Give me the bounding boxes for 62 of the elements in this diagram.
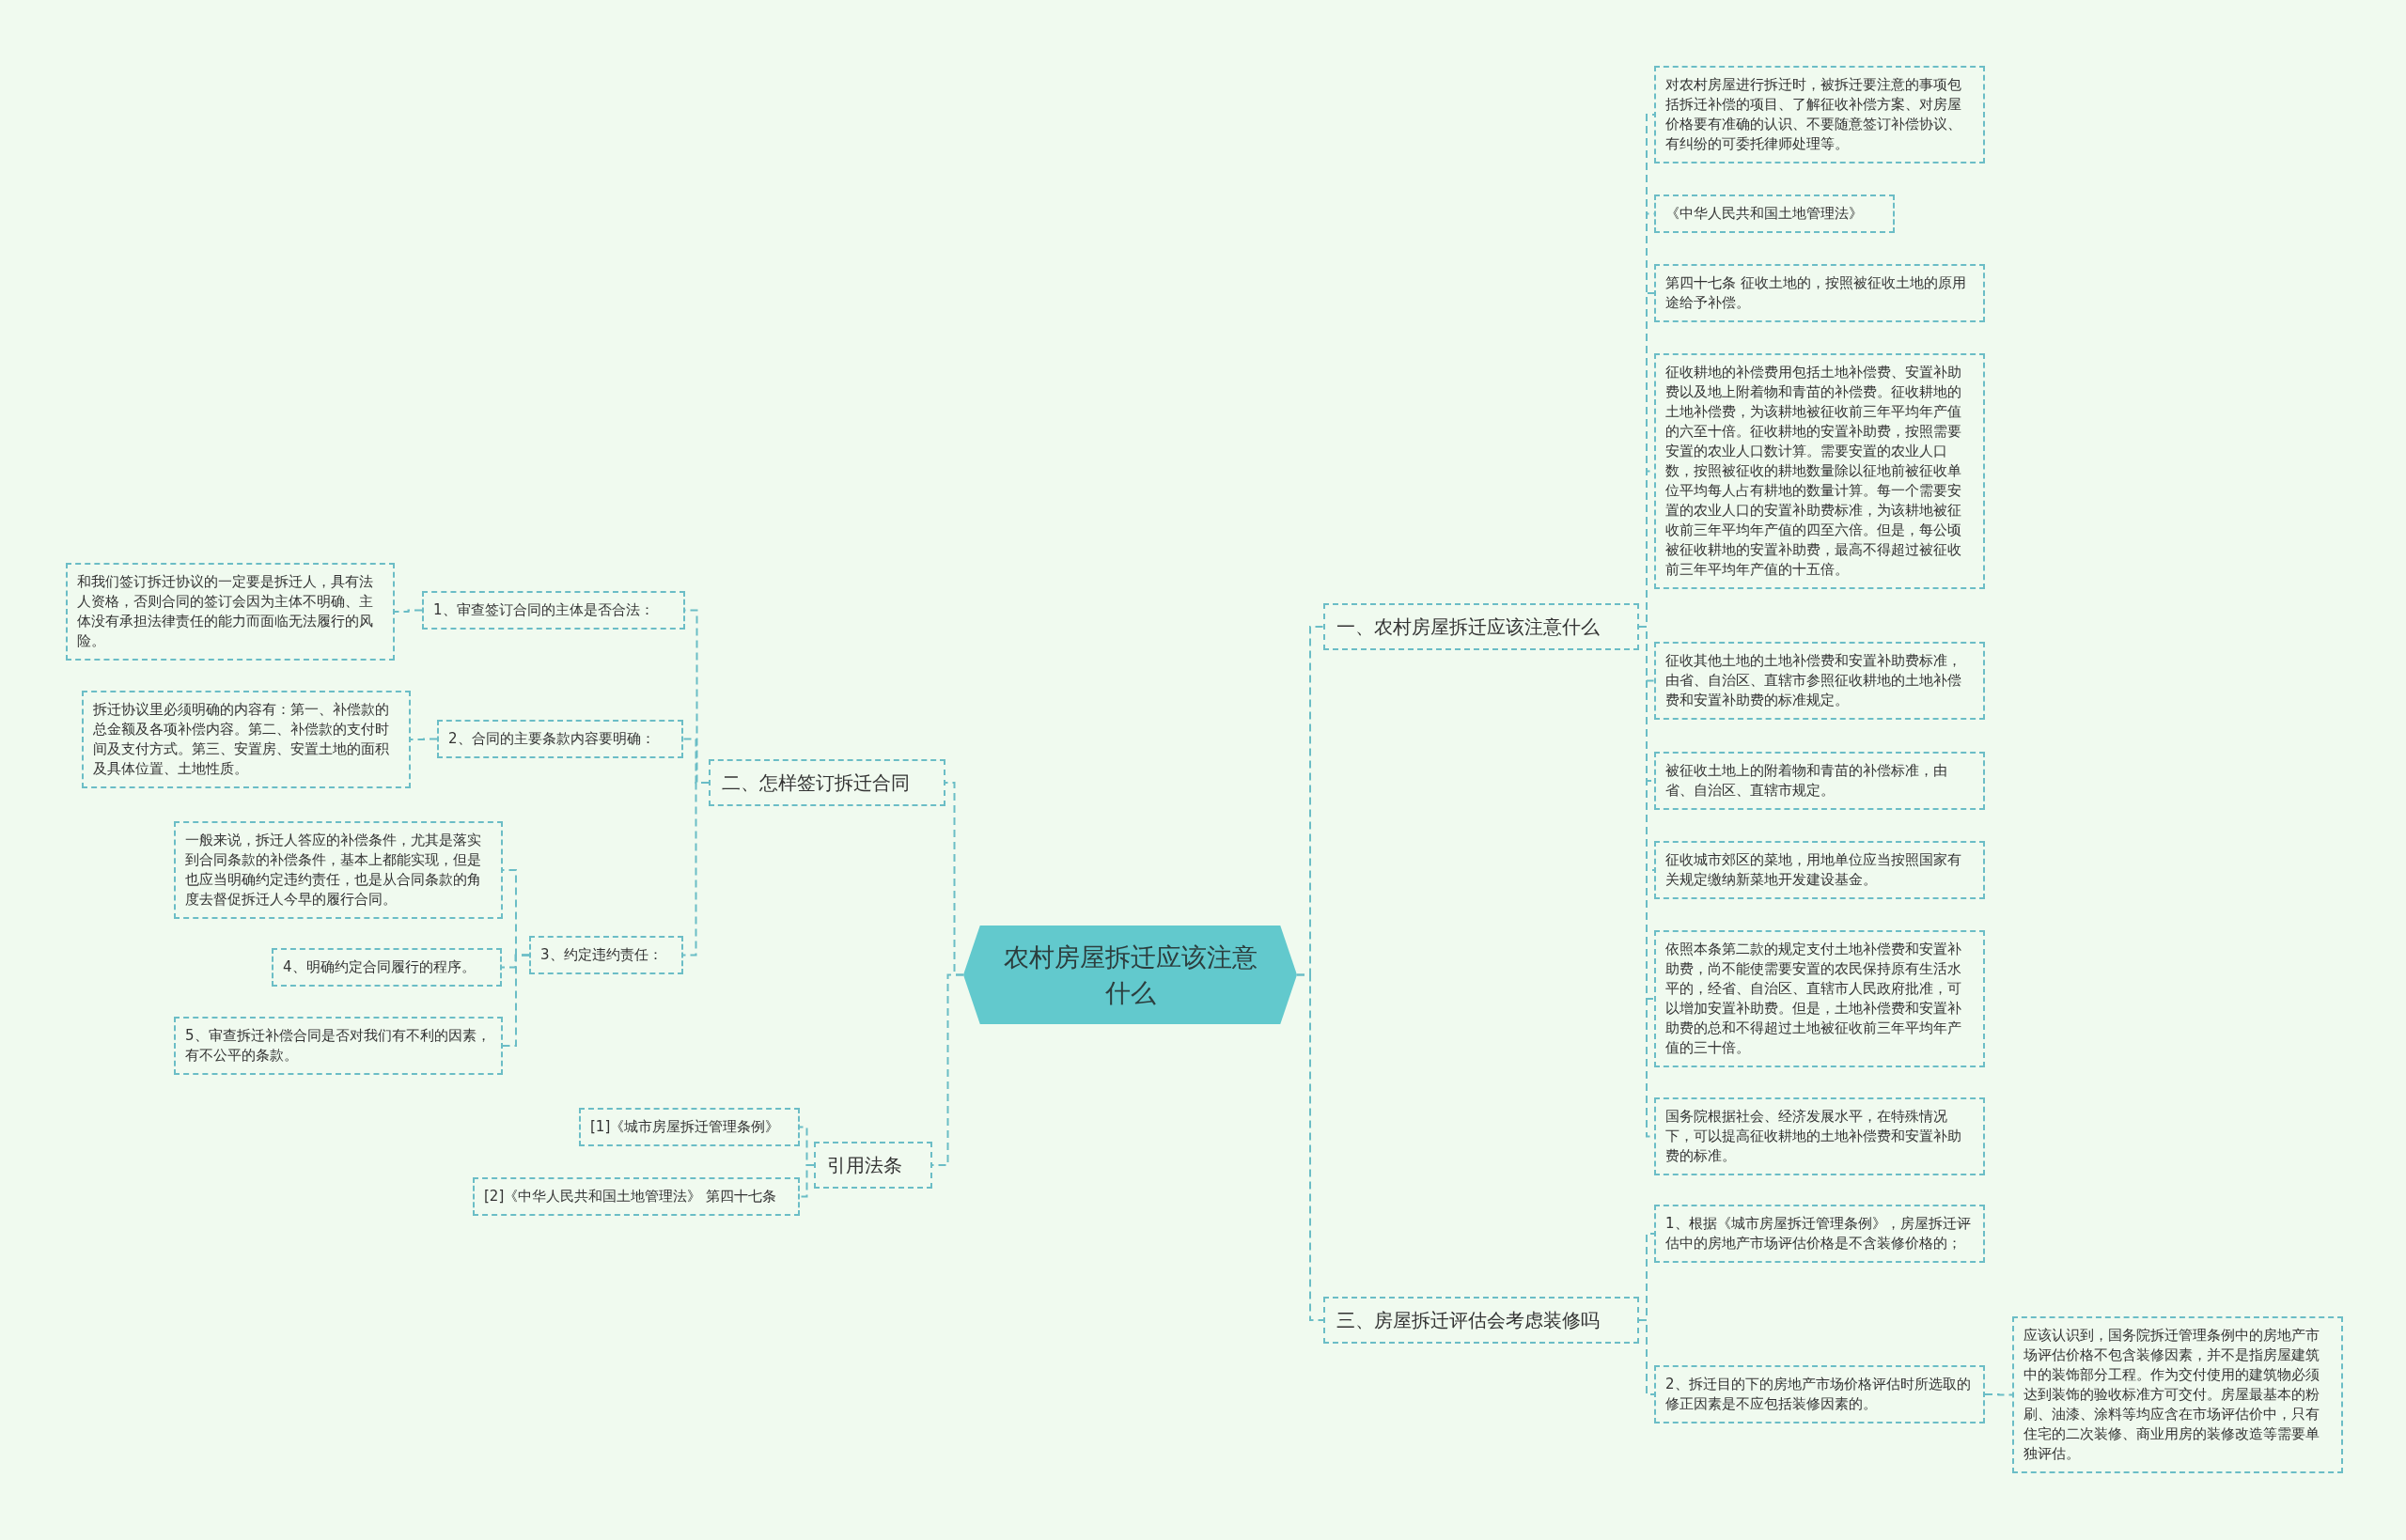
node-text: 国务院根据社会、经济发展水平，在特殊情况下，可以提高征收耕地的土地补偿费和安置补助费的标准。 <box>1665 1107 1962 1166</box>
node-text: 一般来说，拆迁人答应的补偿条件，尤其是落实到合同条款的补偿条件，基本上都能实现，但是也应当明确约定违约责任，也是从合同条款的角度去督促拆迁人今早的履行合同。 <box>185 831 482 910</box>
connector-line <box>394 609 423 613</box>
node-text: 引用法条 <box>827 1153 903 1178</box>
subtopic-box <box>1654 1097 1985 1175</box>
node-text: 二、怎样签订拆迁合同 <box>722 770 911 796</box>
connector-line <box>502 954 530 1047</box>
node-text: 5、审查拆迁补偿合同是否对我们有不利的因素，有不公平的条款。 <box>185 1026 492 1066</box>
subtopic-box <box>529 936 683 974</box>
subtopic-box <box>437 720 683 758</box>
node-text: 对农村房屋进行拆迁时，被拆迁要注意的事项包括拆迁补偿的项目、了解征收补偿方案、对房屋价格要有准确的认识、不要随意签订补偿协议、有纠纷的可委托律师处理等。 <box>1665 75 1962 154</box>
subtopic-box <box>1654 930 1985 1067</box>
subtopic-box <box>1654 1365 1985 1423</box>
subtopic-box <box>1654 642 1985 720</box>
connector-line <box>1638 1319 1655 1395</box>
subtopic-box <box>66 563 395 661</box>
node-text: 和我们签订拆迁协议的一定要是拆迁人，具有法人资格，否则合同的签订会因为主体不明确、主体没有承担法律责任的能力而面临无法履行的风险。 <box>77 572 374 651</box>
subtopic-box <box>2012 1316 2343 1473</box>
node-text: 一、农村房屋拆迁应该注意什么 <box>1336 614 1601 640</box>
node-text: 拆迁协议里必须明确的内容有：第一、补偿款的总金额及各项补偿内容。第二、补偿款的支付时间及支付方式。第三、安置房、安置土地的面积及具体位置、土地性质。 <box>93 700 390 779</box>
node-text: 被征收土地上的附着物和青苗的补偿标准，由省、自治区、直辖市规定。 <box>1665 761 1948 801</box>
subtopic-box <box>1654 194 1895 233</box>
subtopic-box <box>1654 1205 1985 1263</box>
central-topic-hexagon <box>963 926 1297 1024</box>
connector-line <box>1296 973 1324 1321</box>
subtopic-box <box>1654 841 1985 899</box>
subtopic-box <box>1654 264 1985 322</box>
subtopic-box <box>1654 353 1985 589</box>
subtopic-box <box>174 821 503 919</box>
branch-topic-box <box>1323 1297 1639 1344</box>
subtopic-box <box>1654 752 1985 810</box>
node-text: 2、拆迁目的下的房地产市场价格评估时所选取的修正因素是不应包括装修因素的。 <box>1665 1375 1972 1414</box>
node-text: 三、房屋拆迁评估会考虑装修吗 <box>1336 1308 1601 1333</box>
branch-topic-box <box>1323 603 1639 650</box>
node-text: [2]《中华人民共和国土地管理法》 第四十七条 <box>484 1187 777 1206</box>
node-text: 3、约定违约责任： <box>540 945 664 965</box>
subtopic-box <box>473 1177 800 1216</box>
connector-line <box>799 1164 815 1198</box>
node-text: 应该认识到，国务院拆迁管理条例中的房地产市场评估价格不包含装修因素，并不是指房屋建筑中的装饰部分工程。作为交付使用的建筑物必须达到装饰的验收标准方可交付。房屋最基本的粉刷、油漆、涂料等均应含在市场评估价中，只有住宅的二次装修、商业用房的装修改造等需要单独评估。 <box>2023 1326 2320 1464</box>
node-text: 依照本条第二款的规定支付土地补偿费和安置补助费，尚不能使需要安置的农民保持原有生活水平的，经省、自治区、直辖市人民政府批准，可以增加安置补助费。但是，土地补偿费和安置补助费的总和不得超过土地被征收前三年平均年产值的三十倍。 <box>1665 940 1962 1058</box>
subtopic-box <box>1654 66 1985 163</box>
connector-line <box>682 782 710 957</box>
node-text: [1]《城市房屋拆迁管理条例》 <box>590 1117 781 1137</box>
node-text: 第四十七条 征收土地的，按照被征收土地的原用途给予补偿。 <box>1665 273 1967 313</box>
node-text: 1、根据《城市房屋拆迁管理条例》，房屋拆迁评估中的房地产市场评估价格是不含装修价格的； <box>1665 1214 1972 1253</box>
subtopic-box <box>579 1108 800 1146</box>
subtopic-box <box>82 691 411 788</box>
node-text: 2、合同的主要条款内容要明确： <box>448 729 656 749</box>
subtopic-box <box>272 948 502 987</box>
branch-topic-box <box>709 759 945 806</box>
node-text: 《中华人民共和国土地管理法》 <box>1665 204 1864 224</box>
branch-topic-box <box>814 1142 932 1189</box>
subtopic-box <box>422 591 685 630</box>
node-text: 征收其他土地的土地补偿费和安置补助费标准，由省、自治区、直辖市参照征收耕地的土地补偿费和安置补助费的标准规定。 <box>1665 651 1962 710</box>
node-text: 征收城市郊区的菜地，用地单位应当按照国家有关规定缴纳新菜地开发建设基金。 <box>1665 850 1962 890</box>
subtopic-box <box>174 1017 503 1075</box>
node-text: 4、明确约定合同履行的程序。 <box>283 957 477 977</box>
node-text: 农村房屋拆迁应该注意什么 <box>1002 941 1258 1009</box>
connector-line <box>410 738 438 740</box>
connector-line <box>1984 1393 2013 1396</box>
node-text: 征收耕地的补偿费用包括土地补偿费、安置补助费以及地上附着物和青苗的补偿费。征收耕地的土地补偿费，为该耕地被征收前三年平均年产值的六至十倍。征收耕地的安置补助费，按照需要安置的农业人口数计算。需要安置的农业人口数，按照被征收的耕地数量除以征地前被征收单位平均每人占有耕地的数量计算。每一个需要安置的农业人口的安置补助费标准，为该耕地被征收前三年平均年产值的四至六倍。但是，每公顷被征收耕地的安置补助费，最高不得超过被征收前三年平均年产值的十五倍。 <box>1665 363 1962 580</box>
node-text: 1、审查签订合同的主体是否合法： <box>433 600 655 620</box>
